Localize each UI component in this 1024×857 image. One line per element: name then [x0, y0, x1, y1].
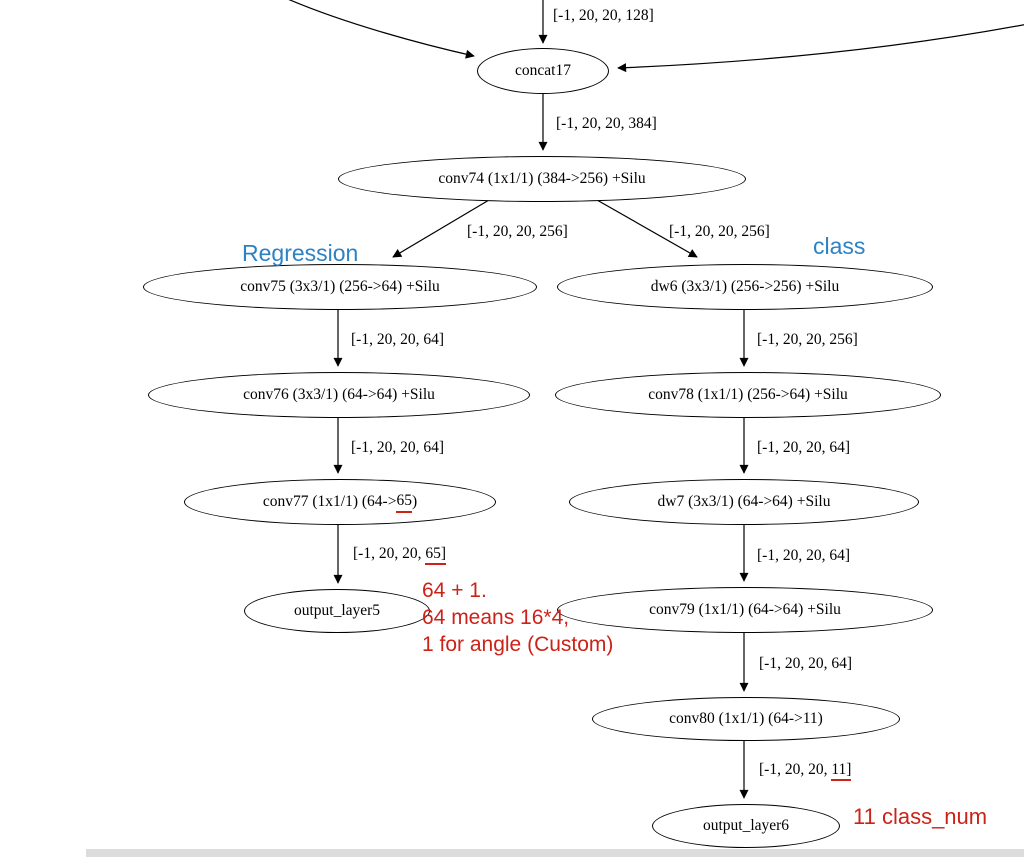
edge-label-into-concat17: [-1, 20, 20, 128] — [553, 7, 654, 24]
horizontal-scrollbar[interactable] — [86, 849, 1024, 857]
edge-label-concat17-conv74: [-1, 20, 20, 384] — [556, 115, 657, 132]
node-conv79-label: conv79 (1x1/1) (64->64) +Silu — [649, 601, 841, 618]
edge-label-conv80-output6-underlined: 11] — [831, 761, 852, 781]
edge-conv74-dw6 — [596, 199, 698, 258]
edge-label-conv75-conv76: [-1, 20, 20, 64] — [351, 331, 444, 348]
edge-label-dw7-conv79: [-1, 20, 20, 64] — [757, 547, 850, 564]
node-concat17: concat17 — [477, 48, 609, 94]
node-conv76: conv76 (3x3/1) (64->64) +Silu — [148, 372, 530, 418]
node-conv80-label: conv80 (1x1/1) (64->11) — [669, 710, 823, 727]
annotation-note-left-line3: 1 for angle (Custom) — [422, 633, 614, 656]
node-dw6: dw6 (3x3/1) (256->256) +Silu — [557, 264, 933, 310]
annotation-regression-branch: Regression — [242, 240, 359, 266]
annotation-class-branch: class — [813, 233, 866, 259]
edge-label-conv80-output6: [-1, 20, 20, 11] — [759, 761, 852, 781]
node-conv78: conv78 (1x1/1) (256->64) +Silu — [555, 372, 941, 418]
edge-label-conv78-dw7: [-1, 20, 20, 64] — [757, 439, 850, 456]
edge-conv74-conv75 — [392, 199, 490, 258]
node-conv74: conv74 (1x1/1) (384->256) +Silu — [338, 156, 746, 202]
node-output-layer6: output_layer6 — [652, 804, 840, 848]
edge-label-conv77-output5-prefix: [-1, 20, 20, — [353, 545, 426, 562]
annotation-class-num: 11 class_num — [853, 804, 988, 829]
edge-label-conv77-output5-underlined: 65] — [425, 545, 446, 565]
node-conv77: conv77 (1x1/1) (64->65) — [184, 479, 496, 525]
node-dw7: dw7 (3x3/1) (64->64) +Silu — [569, 479, 919, 525]
node-output-layer6-label: output_layer6 — [702, 817, 790, 834]
edge-label-conv80-output6-prefix: [-1, 20, 20, — [759, 761, 832, 778]
annotation-note-left-line2: 64 means 16*4, — [422, 606, 570, 629]
node-output-layer5: output_layer5 — [244, 589, 430, 633]
edge-into-concat17-right-curve — [617, 24, 1024, 73]
node-conv74-label: conv74 (1x1/1) (384->256) +Silu — [438, 170, 646, 187]
annotation-note-left-line1: 64 + 1. — [422, 579, 487, 602]
node-conv77-label-underlined: 65 — [396, 492, 412, 513]
node-dw6-label: dw6 (3x3/1) (256->256) +Silu — [650, 278, 840, 295]
edge-label-conv77-output5: [-1, 20, 20, 65] — [353, 545, 446, 565]
node-conv78-label: conv78 (1x1/1) (256->64) +Silu — [648, 386, 848, 403]
node-dw7-label: dw7 (3x3/1) (64->64) +Silu — [657, 493, 831, 510]
node-conv80: conv80 (1x1/1) (64->11) — [592, 697, 900, 741]
node-conv77-label-suffix: ) — [411, 493, 418, 510]
node-conv75-label: conv75 (3x3/1) (256->64) +Silu — [240, 278, 440, 295]
node-concat17-label: concat17 — [515, 62, 571, 79]
node-conv77-label-prefix: conv77 (1x1/1) (64-> — [262, 493, 397, 510]
edge-into-concat17-left-curve — [288, 0, 475, 59]
edge-label-conv76-conv77: [-1, 20, 20, 64] — [351, 439, 444, 456]
edge-label-conv74-dw6: [-1, 20, 20, 256] — [669, 223, 770, 240]
edge-label-conv79-conv80: [-1, 20, 20, 64] — [759, 655, 852, 672]
node-conv76-label: conv76 (3x3/1) (64->64) +Silu — [243, 386, 435, 403]
node-output-layer5-label: output_layer5 — [293, 602, 381, 619]
node-conv75: conv75 (3x3/1) (256->64) +Silu — [143, 264, 537, 310]
edge-label-dw6-conv78: [-1, 20, 20, 256] — [757, 331, 858, 348]
edge-label-conv74-conv75: [-1, 20, 20, 256] — [467, 223, 568, 240]
node-conv79: conv79 (1x1/1) (64->64) +Silu — [557, 587, 933, 633]
